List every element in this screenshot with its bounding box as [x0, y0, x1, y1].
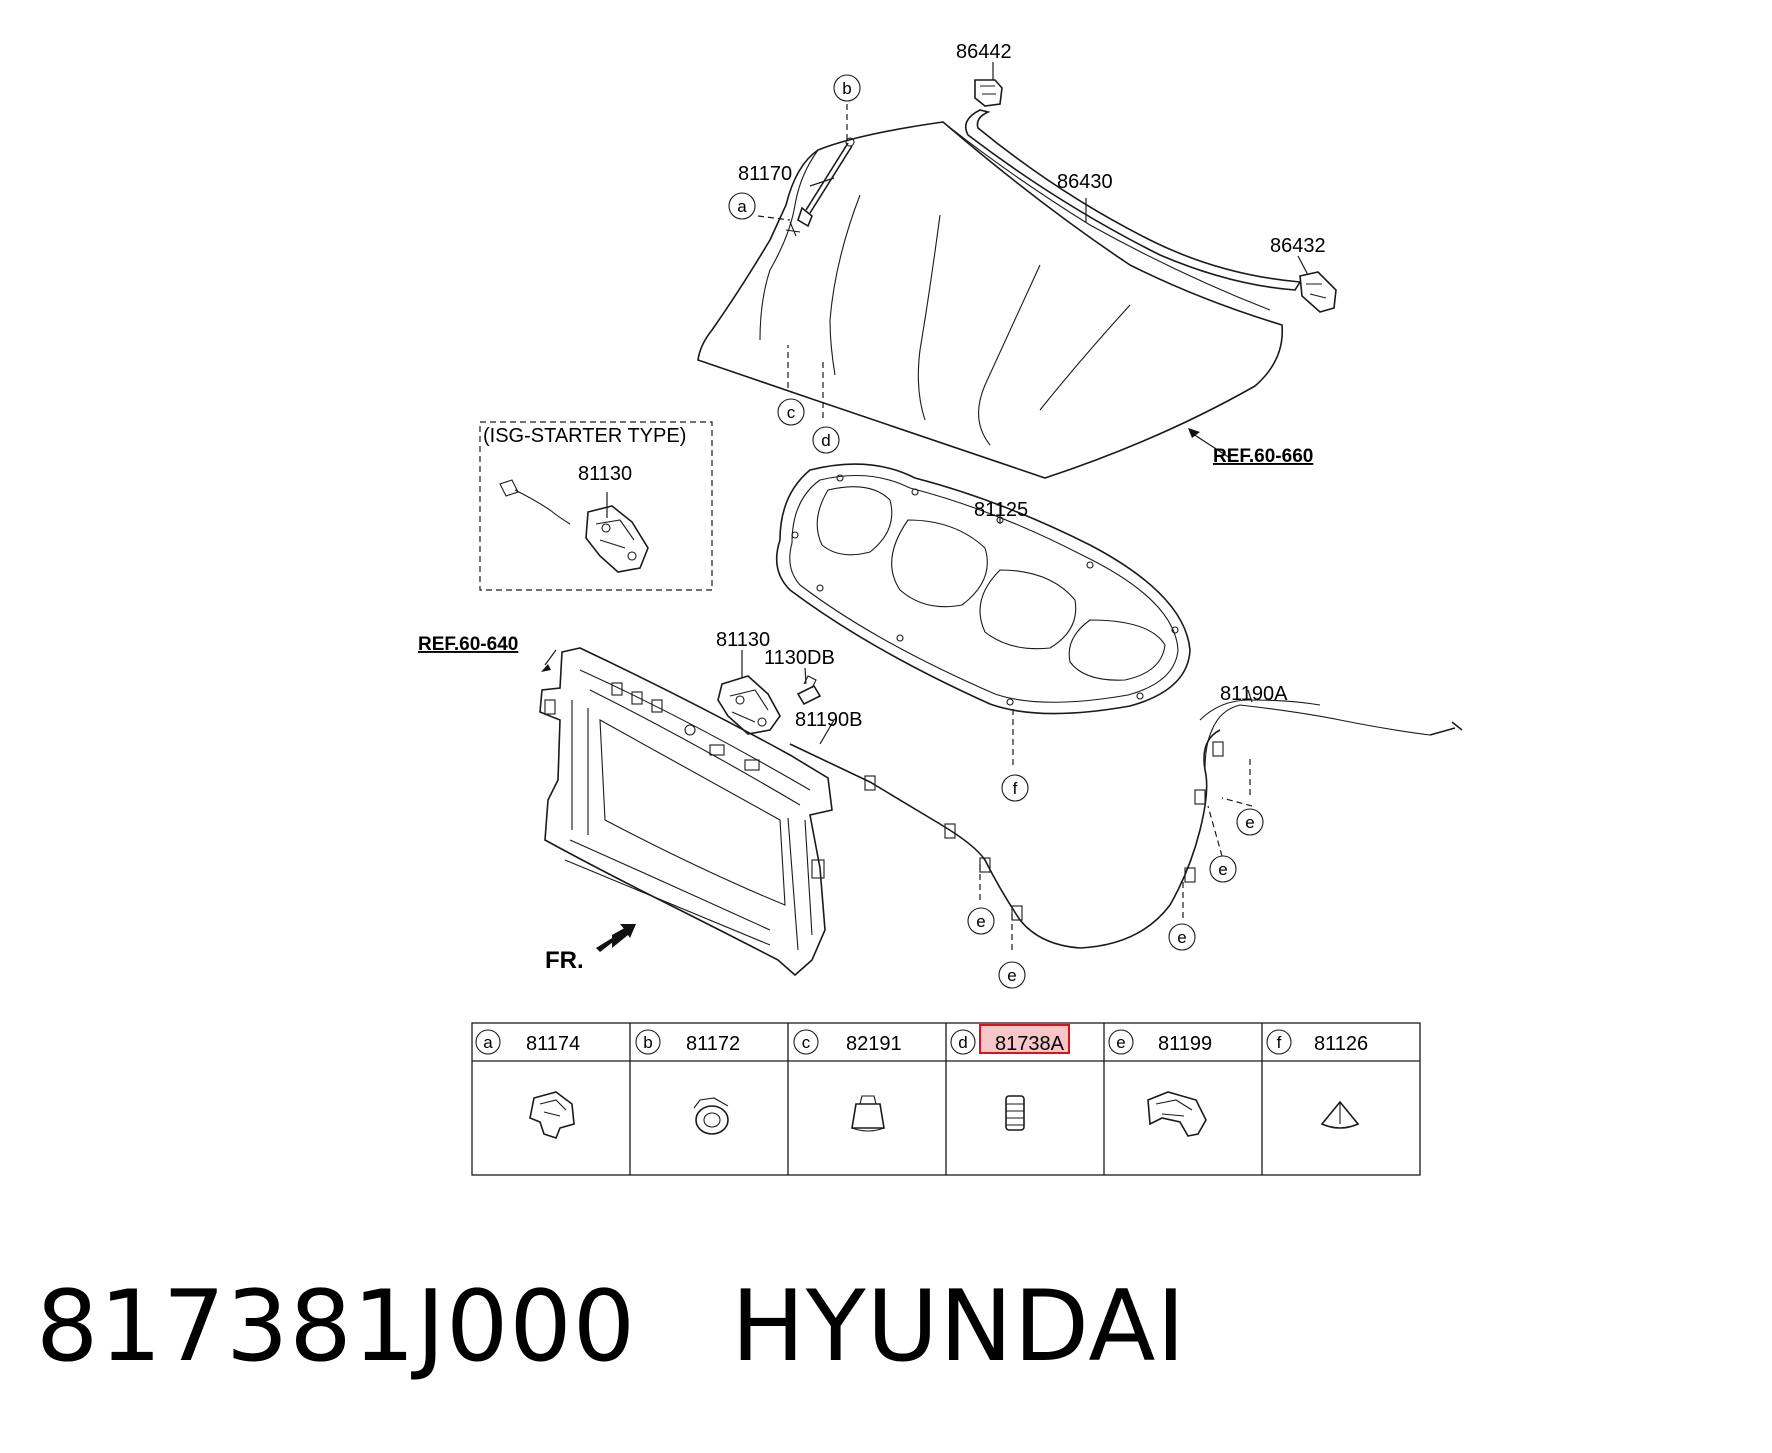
grommet-81172-icon	[693, 1097, 729, 1135]
callout-a: a	[728, 192, 756, 220]
callout-e-1: e	[967, 907, 995, 935]
part-number-82191[interactable]: 82191	[846, 1033, 902, 1055]
svg-text:e: e	[1007, 966, 1016, 985]
callout-e-4: e	[1209, 855, 1237, 883]
latch-bolt[interactable]	[796, 675, 822, 706]
clip-81174-icon	[529, 1091, 575, 1139]
part-highlight	[979, 1024, 1070, 1054]
callout-e-2: e	[998, 961, 1026, 989]
svg-text:e: e	[1218, 860, 1227, 879]
label-81125: 81125	[974, 499, 1028, 521]
hood-insulator[interactable]	[775, 463, 1191, 715]
clip-81126-icon	[1320, 1100, 1360, 1129]
table-header-f: f 81126	[1266, 1029, 1368, 1055]
part-number-81738a[interactable]: 81738A	[995, 1033, 1065, 1055]
isg-starter-box	[479, 421, 713, 591]
table-header-e: e 81199	[1108, 1029, 1212, 1055]
svg-text:e: e	[976, 912, 985, 931]
caption-brand: HYUNDAI	[731, 1270, 1187, 1384]
bumper-81738a-icon	[1005, 1095, 1025, 1131]
svg-text:a: a	[483, 1033, 493, 1052]
front-direction-arrow	[596, 924, 636, 952]
label-86432: 86432	[1270, 235, 1326, 257]
hood-release-cable[interactable]	[789, 699, 1463, 949]
isg-title: (ISG-STARTER TYPE)	[483, 425, 686, 447]
svg-text:e: e	[1245, 813, 1254, 832]
hood-latch[interactable]	[717, 675, 781, 735]
ref-carrier[interactable]: REF.60-640	[418, 634, 518, 655]
part-number-81174[interactable]: 81174	[526, 1033, 580, 1055]
stopper-82191-icon	[851, 1095, 885, 1132]
bumper-clip-86432[interactable]	[1299, 271, 1337, 313]
caption-part-number: 817381J000	[36, 1270, 637, 1384]
svg-text:e: e	[1177, 928, 1186, 947]
label-81170: 81170	[738, 163, 792, 185]
bumper-clip-86442[interactable]	[974, 79, 1003, 107]
part-number-81199[interactable]: 81199	[1158, 1033, 1212, 1055]
isg-hood-latch[interactable]	[499, 479, 649, 573]
table-header-d: d 81738A	[950, 1029, 1065, 1055]
svg-text:b: b	[842, 79, 851, 98]
callout-b: b	[833, 74, 861, 102]
front-label: FR.	[545, 947, 584, 974]
callout-d: d	[812, 426, 840, 454]
svg-text:d: d	[958, 1033, 967, 1052]
label-86442: 86442	[956, 41, 1012, 63]
svg-text:b: b	[643, 1033, 652, 1052]
svg-text:f: f	[1013, 779, 1018, 798]
label-81130-isg: 81130	[578, 463, 632, 485]
svg-text:a: a	[737, 197, 747, 216]
table-header-c: c 82191	[793, 1029, 902, 1055]
label-81190b: 81190B	[795, 709, 862, 731]
svg-text:c: c	[787, 403, 796, 422]
callout-e-3: e	[1168, 923, 1196, 951]
table-header-a: a 81174	[475, 1029, 580, 1055]
table-header-b: b 81172	[635, 1029, 740, 1055]
leader-lines	[541, 62, 1309, 950]
callout-e-5: e	[1236, 808, 1264, 836]
front-end-carrier[interactable]	[539, 647, 833, 977]
svg-text:f: f	[1277, 1033, 1282, 1052]
ref-hood[interactable]: REF.60-660	[1213, 446, 1313, 467]
label-1130db: 1130DB	[764, 647, 835, 669]
parts-table	[471, 1022, 1421, 1176]
label-81130: 81130	[716, 629, 770, 651]
clip-81199-icon	[1147, 1091, 1207, 1137]
svg-text:c: c	[802, 1033, 811, 1052]
hood-stay[interactable]	[785, 137, 855, 237]
svg-text:e: e	[1116, 1033, 1125, 1052]
label-86430: 86430	[1057, 171, 1113, 193]
part-caption: 817381J000 HYUNDAI	[36, 1270, 1186, 1384]
svg-text:d: d	[821, 431, 830, 450]
part-number-81172[interactable]: 81172	[686, 1033, 740, 1055]
hood-panel[interactable]	[697, 121, 1284, 479]
hood-weatherstrip[interactable]	[964, 109, 1302, 291]
part-number-81126[interactable]: 81126	[1314, 1033, 1368, 1055]
callout-f: f	[1001, 774, 1029, 802]
callout-c: c	[777, 398, 805, 426]
label-81190a: 81190A	[1220, 683, 1288, 705]
